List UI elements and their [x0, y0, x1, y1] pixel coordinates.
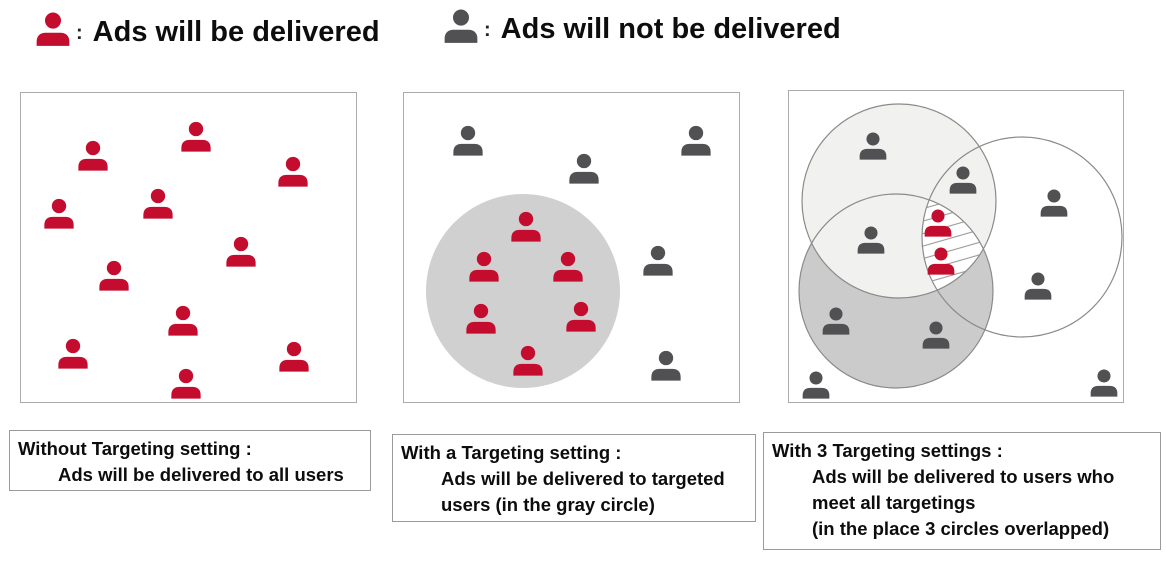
- gray-person-icon: [651, 350, 681, 381]
- caption-line: Ads will be delivered to users who: [812, 466, 1115, 487]
- gray-person-icon: [857, 226, 885, 254]
- gray-person-icon: [949, 166, 977, 194]
- caption-line: (in the place 3 circles overlapped): [812, 518, 1110, 539]
- one-targeting-figure: [426, 125, 711, 388]
- panel-without-targeting: [20, 92, 357, 403]
- red-person-icon: [171, 368, 201, 399]
- gray-person-icon: [822, 307, 850, 335]
- red-person-icon: [34, 12, 72, 46]
- three-targetings-figure: [798, 103, 1123, 399]
- caption-three-targetings: With 3 Targeting settings : Ads will be …: [763, 432, 1161, 550]
- legend-colon: :: [484, 19, 491, 41]
- legend-item-not-delivered: : Ads will not be delivered: [442, 9, 841, 47]
- red-person-icon: [44, 198, 74, 229]
- gray-person-icon: [453, 125, 483, 156]
- caption-line: users (in the gray circle): [441, 494, 655, 515]
- red-person-icon: [511, 211, 541, 242]
- panel-one-targeting: [403, 92, 740, 403]
- red-person-icon: [279, 341, 309, 372]
- caption-without-targeting: Without Targeting setting : Ads will be …: [9, 430, 371, 491]
- gray-person-icon: [1024, 272, 1052, 300]
- caption-one-targeting: With a Targeting setting : Ads will be d…: [392, 434, 756, 522]
- caption-line: meet all targetings: [812, 492, 976, 513]
- caption-line: Ads will be delivered to all users: [58, 464, 344, 485]
- red-person-icon: [553, 251, 583, 282]
- red-person-icon: [278, 156, 308, 187]
- legend-label-delivered: Ads will be delivered: [92, 16, 380, 48]
- targeting-circle: [426, 194, 620, 388]
- red-person-icon: [58, 338, 88, 369]
- red-person-icon: [466, 303, 496, 334]
- gray-person-icon: [859, 132, 887, 160]
- gray-person-icon: [681, 125, 711, 156]
- red-person-icon: [927, 247, 955, 275]
- caption-line: Ads will be delivered to targeted: [441, 468, 725, 489]
- gray-person-icon: [1040, 189, 1068, 217]
- gray-person-icon: [922, 321, 950, 349]
- gray-person-icon: [1090, 369, 1118, 397]
- red-person-icon: [168, 305, 198, 336]
- gray-person-icon: [569, 153, 599, 184]
- red-person-icon: [143, 188, 173, 219]
- panel-three-targetings: [788, 90, 1124, 403]
- without-targeting-figure: [44, 121, 309, 399]
- red-person-icon: [181, 121, 211, 152]
- red-person-icon: [924, 209, 952, 237]
- red-person-icon: [566, 301, 596, 332]
- legend-label-not-delivered: Ads will not be delivered: [500, 13, 841, 45]
- red-person-icon: [513, 345, 543, 376]
- red-person-icon: [99, 260, 129, 291]
- gray-person-icon: [802, 371, 830, 399]
- legend-item-delivered: : Ads will be delivered: [34, 12, 380, 50]
- red-person-icon: [226, 236, 256, 267]
- caption-line: With 3 Targeting settings :: [772, 440, 1003, 461]
- caption-line: With a Targeting setting :: [401, 442, 622, 463]
- gray-person-icon: [442, 9, 480, 43]
- red-person-icon: [78, 140, 108, 171]
- gray-person-icon: [643, 245, 673, 276]
- caption-line: Without Targeting setting :: [18, 438, 252, 459]
- red-person-icon: [469, 251, 499, 282]
- legend-colon: :: [76, 22, 83, 44]
